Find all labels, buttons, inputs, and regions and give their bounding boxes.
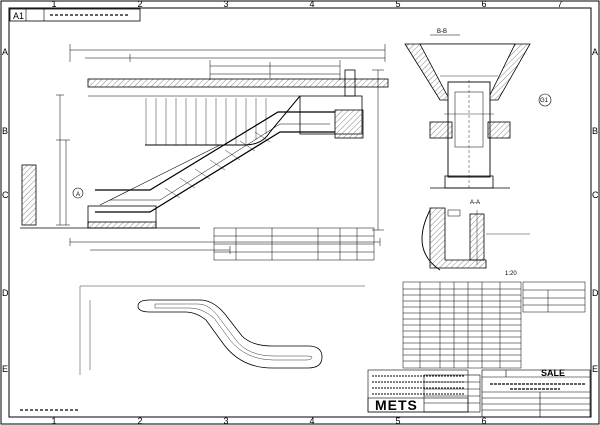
section-bb-view: B-B xyxy=(404,29,531,189)
detail-scale-label: 1:20 xyxy=(505,271,517,277)
drawing-number-box: A1 xyxy=(9,8,141,22)
zone-number: 1 xyxy=(51,416,56,425)
left-dimension-lines xyxy=(56,94,70,226)
handrail-plan-inner xyxy=(154,303,313,361)
handrail-plan-outer xyxy=(137,299,323,369)
escalator-truss-top xyxy=(95,111,335,191)
zone-letter: E xyxy=(2,364,8,374)
callout-a-label: A xyxy=(76,192,80,198)
handrail-plan-view xyxy=(79,285,365,375)
zone-number: 7 xyxy=(557,0,562,9)
top-dimension-lines xyxy=(69,44,386,80)
spec-table-right xyxy=(402,281,586,369)
zone-number: 4 xyxy=(309,416,314,425)
zone-letter: B xyxy=(2,126,8,136)
company-logo: METS xyxy=(375,397,418,413)
zone-number: 6 xyxy=(481,0,486,9)
upper-floor-slab xyxy=(87,78,389,88)
escalator-truss-mid xyxy=(110,123,330,201)
zone-letter: D xyxy=(2,288,9,298)
spec-table-left xyxy=(213,227,375,261)
zone-letters-right: A B C D E xyxy=(592,47,599,374)
zone-letter: C xyxy=(592,190,599,200)
zone-number: 2 xyxy=(137,416,142,425)
right-dimension-lines xyxy=(372,69,384,231)
bottom-dimension-lines xyxy=(69,238,381,254)
truss-members xyxy=(164,131,271,199)
zone-number: 1 xyxy=(51,0,56,9)
balustrade-posts xyxy=(145,98,267,145)
section-bb-title: B-B xyxy=(437,29,447,35)
escalator-elevation-view: A xyxy=(20,44,389,254)
callout-g1-label: G1 xyxy=(540,98,549,104)
handrail-lower xyxy=(99,144,221,206)
zone-number: 3 xyxy=(223,416,228,425)
detail-aa-view: A-A 1:20 xyxy=(421,200,530,277)
handrail-upper xyxy=(145,95,301,146)
zone-number: 5 xyxy=(395,0,400,9)
callout-a-marker xyxy=(72,187,84,199)
zone-letter: C xyxy=(2,190,9,200)
zone-letter: D xyxy=(592,288,599,298)
project-status: SALE xyxy=(541,368,565,378)
detail-hatched-slab xyxy=(429,207,487,269)
detail-aa-title: A-A xyxy=(470,200,480,206)
zone-number: 4 xyxy=(309,0,314,9)
zone-letter: E xyxy=(592,364,598,374)
callout-g1: G1 xyxy=(538,93,552,107)
title-block: METS SALE xyxy=(20,368,591,418)
escalator-truss-bottom xyxy=(95,131,335,213)
drawing-number-prefix: A1 xyxy=(13,11,24,21)
zone-letters-left: A B C D E xyxy=(2,47,9,374)
zone-number: 5 xyxy=(395,416,400,425)
zone-number: 2 xyxy=(137,0,142,9)
zone-letter: B xyxy=(592,126,598,136)
left-wall xyxy=(21,164,37,226)
zone-letter: A xyxy=(2,47,8,57)
zone-numbers-top: 1 2 3 4 5 6 7 xyxy=(51,0,562,9)
zone-numbers-bottom: 1 2 3 4 5 6 xyxy=(51,416,486,425)
zone-number: 6 xyxy=(481,416,486,425)
detail-curved-return xyxy=(421,209,441,271)
zone-number: 3 xyxy=(223,0,228,9)
zone-letter: A xyxy=(592,47,598,57)
